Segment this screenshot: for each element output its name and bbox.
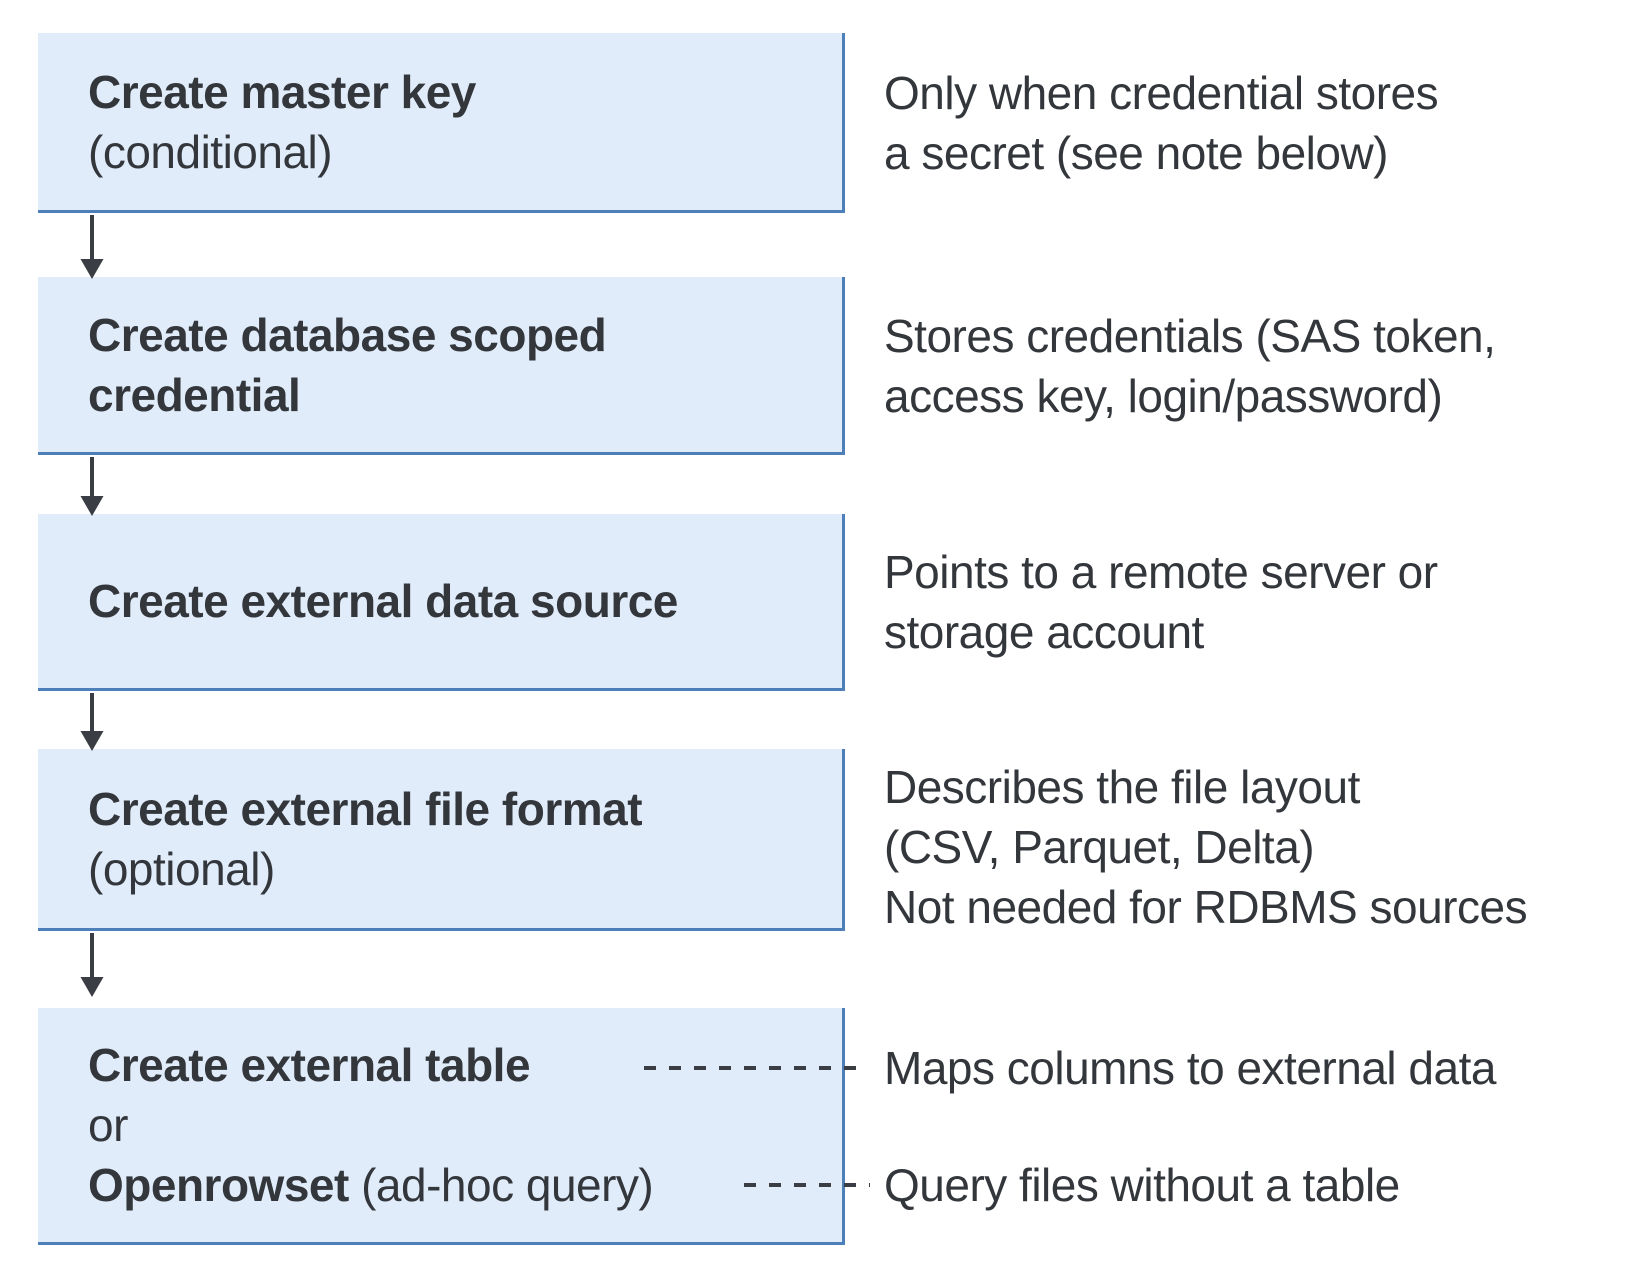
note-openrowset: Query files without a table <box>884 1155 1614 1215</box>
note-scoped-credential: Stores credentials (SAS token, access ke… <box>884 306 1614 426</box>
dashed-connector-openrowset <box>744 1183 870 1187</box>
note-line: Points to a remote server or <box>884 546 1438 598</box>
step-box-create-external-table-or-openrowset: Create external table or Openrowset (ad-… <box>38 1008 845 1245</box>
step-line: Openrowset (ad-hoc query) <box>88 1155 842 1215</box>
step-line: credential <box>88 365 842 425</box>
down-arrow-icon <box>80 457 104 516</box>
step-bold-text: Create database scoped <box>88 308 607 361</box>
note-line: Query files without a table <box>884 1159 1400 1211</box>
note-line: storage account <box>884 606 1204 658</box>
step-line: Create external table <box>88 1035 842 1095</box>
step-box-create-database-scoped-credential: Create database scoped credential <box>38 277 845 455</box>
step-bold-text: credential <box>88 368 301 421</box>
step-bold-text: Create master key <box>88 65 476 118</box>
down-arrow-icon <box>80 933 104 997</box>
note-line: Stores credentials (SAS token, <box>884 310 1496 362</box>
note-line: (CSV, Parquet, Delta) <box>884 821 1315 873</box>
down-arrow-icon <box>80 215 104 279</box>
step-line: Create external file format <box>88 779 842 839</box>
note-line: Only when credential stores <box>884 67 1439 119</box>
step-line: Create external data source <box>88 571 842 631</box>
step-bold-text: Openrowset <box>88 1159 349 1211</box>
step-normal-text: (conditional) <box>88 125 333 178</box>
note-line: Not needed for RDBMS sources <box>884 881 1528 933</box>
step-line: (conditional) <box>88 122 842 182</box>
step-normal-text: (optional) <box>88 842 275 895</box>
step-line: or <box>88 1095 842 1155</box>
note-line: Maps columns to external data <box>884 1042 1496 1094</box>
step-normal-text: (ad-hoc query) <box>348 1159 654 1211</box>
step-box-create-external-data-source: Create external data source <box>38 514 845 691</box>
note-file-format: Describes the file layout (CSV, Parquet,… <box>884 757 1614 937</box>
note-line: access key, login/password) <box>884 370 1443 422</box>
note-master-key: Only when credential stores a secret (se… <box>884 63 1614 183</box>
step-bold-text: Create external file format <box>88 782 643 835</box>
note-line: Describes the file layout <box>884 761 1360 813</box>
step-line: Create database scoped <box>88 305 842 365</box>
step-bold-text: Create external data source <box>88 575 678 627</box>
step-line: (optional) <box>88 839 842 899</box>
note-line: a secret (see note below) <box>884 127 1389 179</box>
step-box-create-master-key: Create master key (conditional) <box>38 33 845 213</box>
note-data-source: Points to a remote server or storage acc… <box>884 542 1614 662</box>
step-line: Create master key <box>88 62 842 122</box>
down-arrow-icon <box>80 693 104 751</box>
step-box-create-external-file-format: Create external file format (optional) <box>38 749 845 931</box>
note-external-table: Maps columns to external data <box>884 1038 1614 1098</box>
step-normal-text: or <box>88 1099 128 1151</box>
dashed-connector-external-table <box>644 1066 868 1070</box>
step-bold-text: Create external table <box>88 1039 531 1091</box>
